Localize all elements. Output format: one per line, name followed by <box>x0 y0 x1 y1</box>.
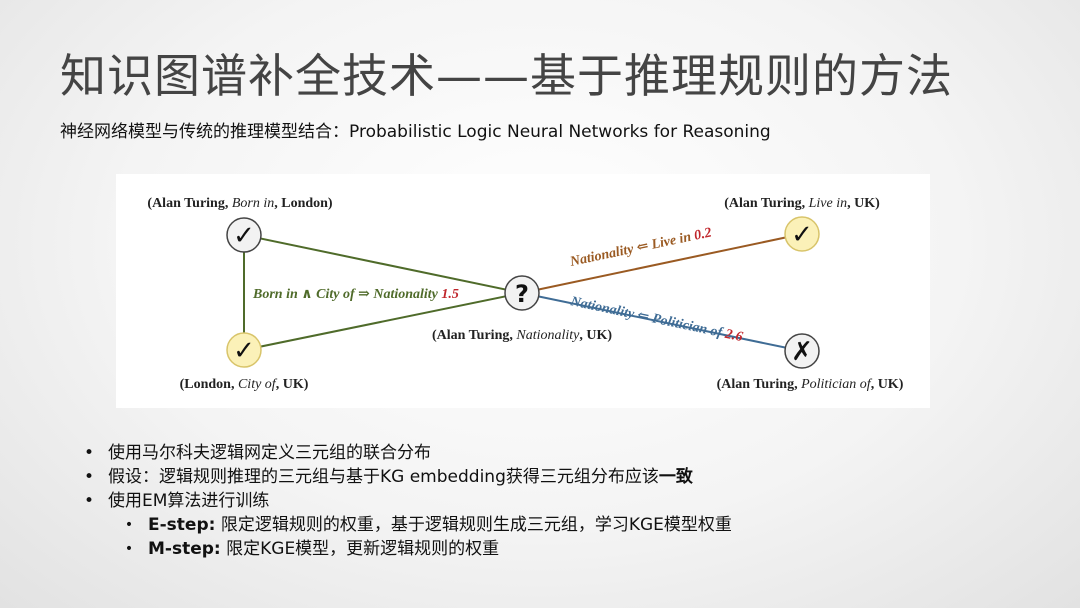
question-icon: ? <box>515 280 529 308</box>
check-icon: ✓ <box>791 220 813 250</box>
bullet-icon: • <box>83 443 95 463</box>
node-live-in: ✓ <box>784 216 820 252</box>
slide-title: 知识图谱补全技术——基于推理规则的方法 <box>60 49 953 103</box>
rule-weight: 2.6 <box>723 327 744 345</box>
check-icon: ✓ <box>233 336 255 366</box>
edge-center-live <box>521 233 803 294</box>
node-city-of: ✓ <box>226 332 262 368</box>
triple-label-live: (Alan Turing, Live in, UK) <box>724 196 880 211</box>
triple-label-politician: (Alan Turing, Politician of, UK) <box>717 377 904 392</box>
bullet-icon: • <box>124 517 134 533</box>
node-born-in: ✓ <box>226 217 262 253</box>
edge-city-center <box>243 292 523 351</box>
bullet-icon: • <box>83 491 95 511</box>
triple-label-city: (London, City of, UK) <box>180 377 309 392</box>
node-nationality: ? <box>504 275 540 311</box>
triple-label-born: (Alan Turing, Born in, London) <box>147 196 333 211</box>
triple-label-nationality: (Alan Turing, Nationality, UK) <box>432 328 612 343</box>
reasoning-diagram-svg: ✓ ✓ ? ✓ ✗ (Alan Turing, Born in, London)… <box>147 196 904 392</box>
bullet-icon: • <box>124 541 134 557</box>
rule-weight: 0.2 <box>693 225 713 243</box>
rule-weight: 1.5 <box>441 287 459 302</box>
reasoning-diagram: ✓ ✓ ? ✓ ✗ (Alan Turing, Born in, London)… <box>116 174 930 408</box>
cross-icon: ✗ <box>791 337 813 367</box>
node-politician-of: ✗ <box>784 333 820 369</box>
edge-born-center <box>243 234 523 294</box>
bullet-icon: • <box>83 467 95 487</box>
rule-live-in-nationality: Nationality ⇐ Live in 0.2 <box>568 225 713 270</box>
check-icon: ✓ <box>233 221 255 251</box>
slide-subtitle: 神经网络模型与传统的推理模型结合：Probabilistic Logic Neu… <box>60 122 771 142</box>
rule-born-city-nationality: Born in ∧ City of ⇒ Nationality 1.5 <box>252 287 459 302</box>
edge-center-politician <box>521 292 803 352</box>
